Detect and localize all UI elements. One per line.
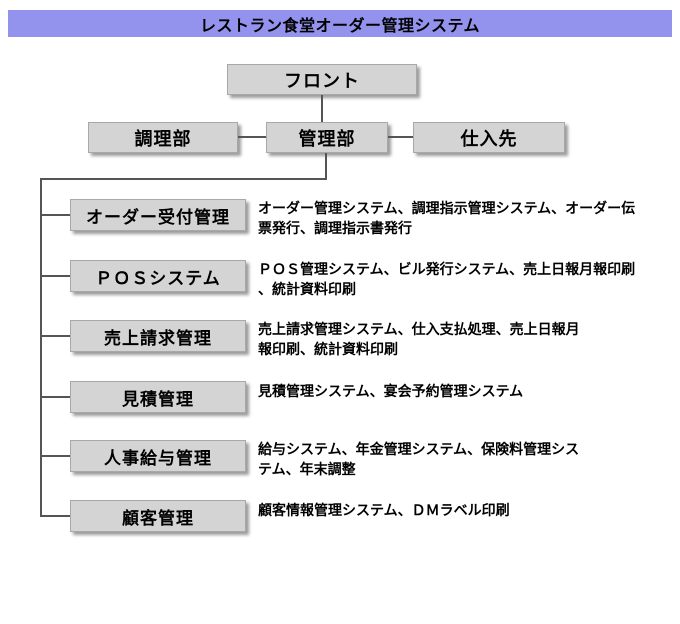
module-box-estimate: 見積管理: [70, 381, 246, 413]
connector-stub-1: [40, 214, 70, 216]
connector-admin-down: [325, 153, 327, 179]
org-box-supplier: 仕入先: [413, 122, 565, 153]
connector-front-admin: [321, 95, 323, 122]
connector-stub-4: [40, 396, 70, 398]
org-box-front: フロント: [227, 64, 417, 95]
org-box-kitchen: 調理部: [88, 122, 238, 153]
module-box-sales-billing: 売上請求管理: [70, 320, 246, 352]
module-desc-customer: 顧客情報管理システム、ＤＭラベル印刷: [258, 502, 510, 518]
module-box-order-reception: オーダー受付管理: [70, 199, 246, 231]
connector-elbow-horizontal: [40, 178, 327, 180]
module-desc-sales-billing: 売上請求管理システム、仕入支払処理、売上日報月 報印刷、統計資料印刷: [258, 321, 580, 357]
module-box-hr-payroll: 人事給与管理: [70, 440, 246, 472]
module-desc-estimate: 見積管理システム、宴会予約管理システム: [258, 383, 524, 399]
module-desc-hr-payroll: 給与システム、年金管理システム、保険料管理シス テム、年末調整: [258, 441, 580, 477]
connector-stub-3: [40, 335, 70, 337]
org-box-admin: 管理部: [266, 122, 388, 153]
connector-admin-supplier: [388, 136, 413, 138]
connector-trunk-vertical: [40, 178, 42, 517]
module-desc-order-reception: オーダー管理システム、調理指示管理システム、オーダー伝 票発行、調理指示書発行: [258, 200, 636, 236]
connector-stub-5: [40, 455, 70, 457]
diagram-title-bar: レストラン食堂オーダー管理システム: [8, 10, 672, 37]
connector-stub-2: [40, 275, 70, 277]
module-desc-pos-system: ＰＯＳ管理システム、ビル発行システム、売上日報月報印刷 、統計資料印刷: [258, 261, 636, 297]
module-box-customer: 顧客管理: [70, 500, 246, 532]
module-box-pos-system: ＰＯＳシステム: [70, 260, 246, 292]
connector-kitchen-admin: [238, 136, 266, 138]
diagram-title: レストラン食堂オーダー管理システム: [199, 17, 481, 35]
connector-stub-6: [40, 515, 70, 517]
